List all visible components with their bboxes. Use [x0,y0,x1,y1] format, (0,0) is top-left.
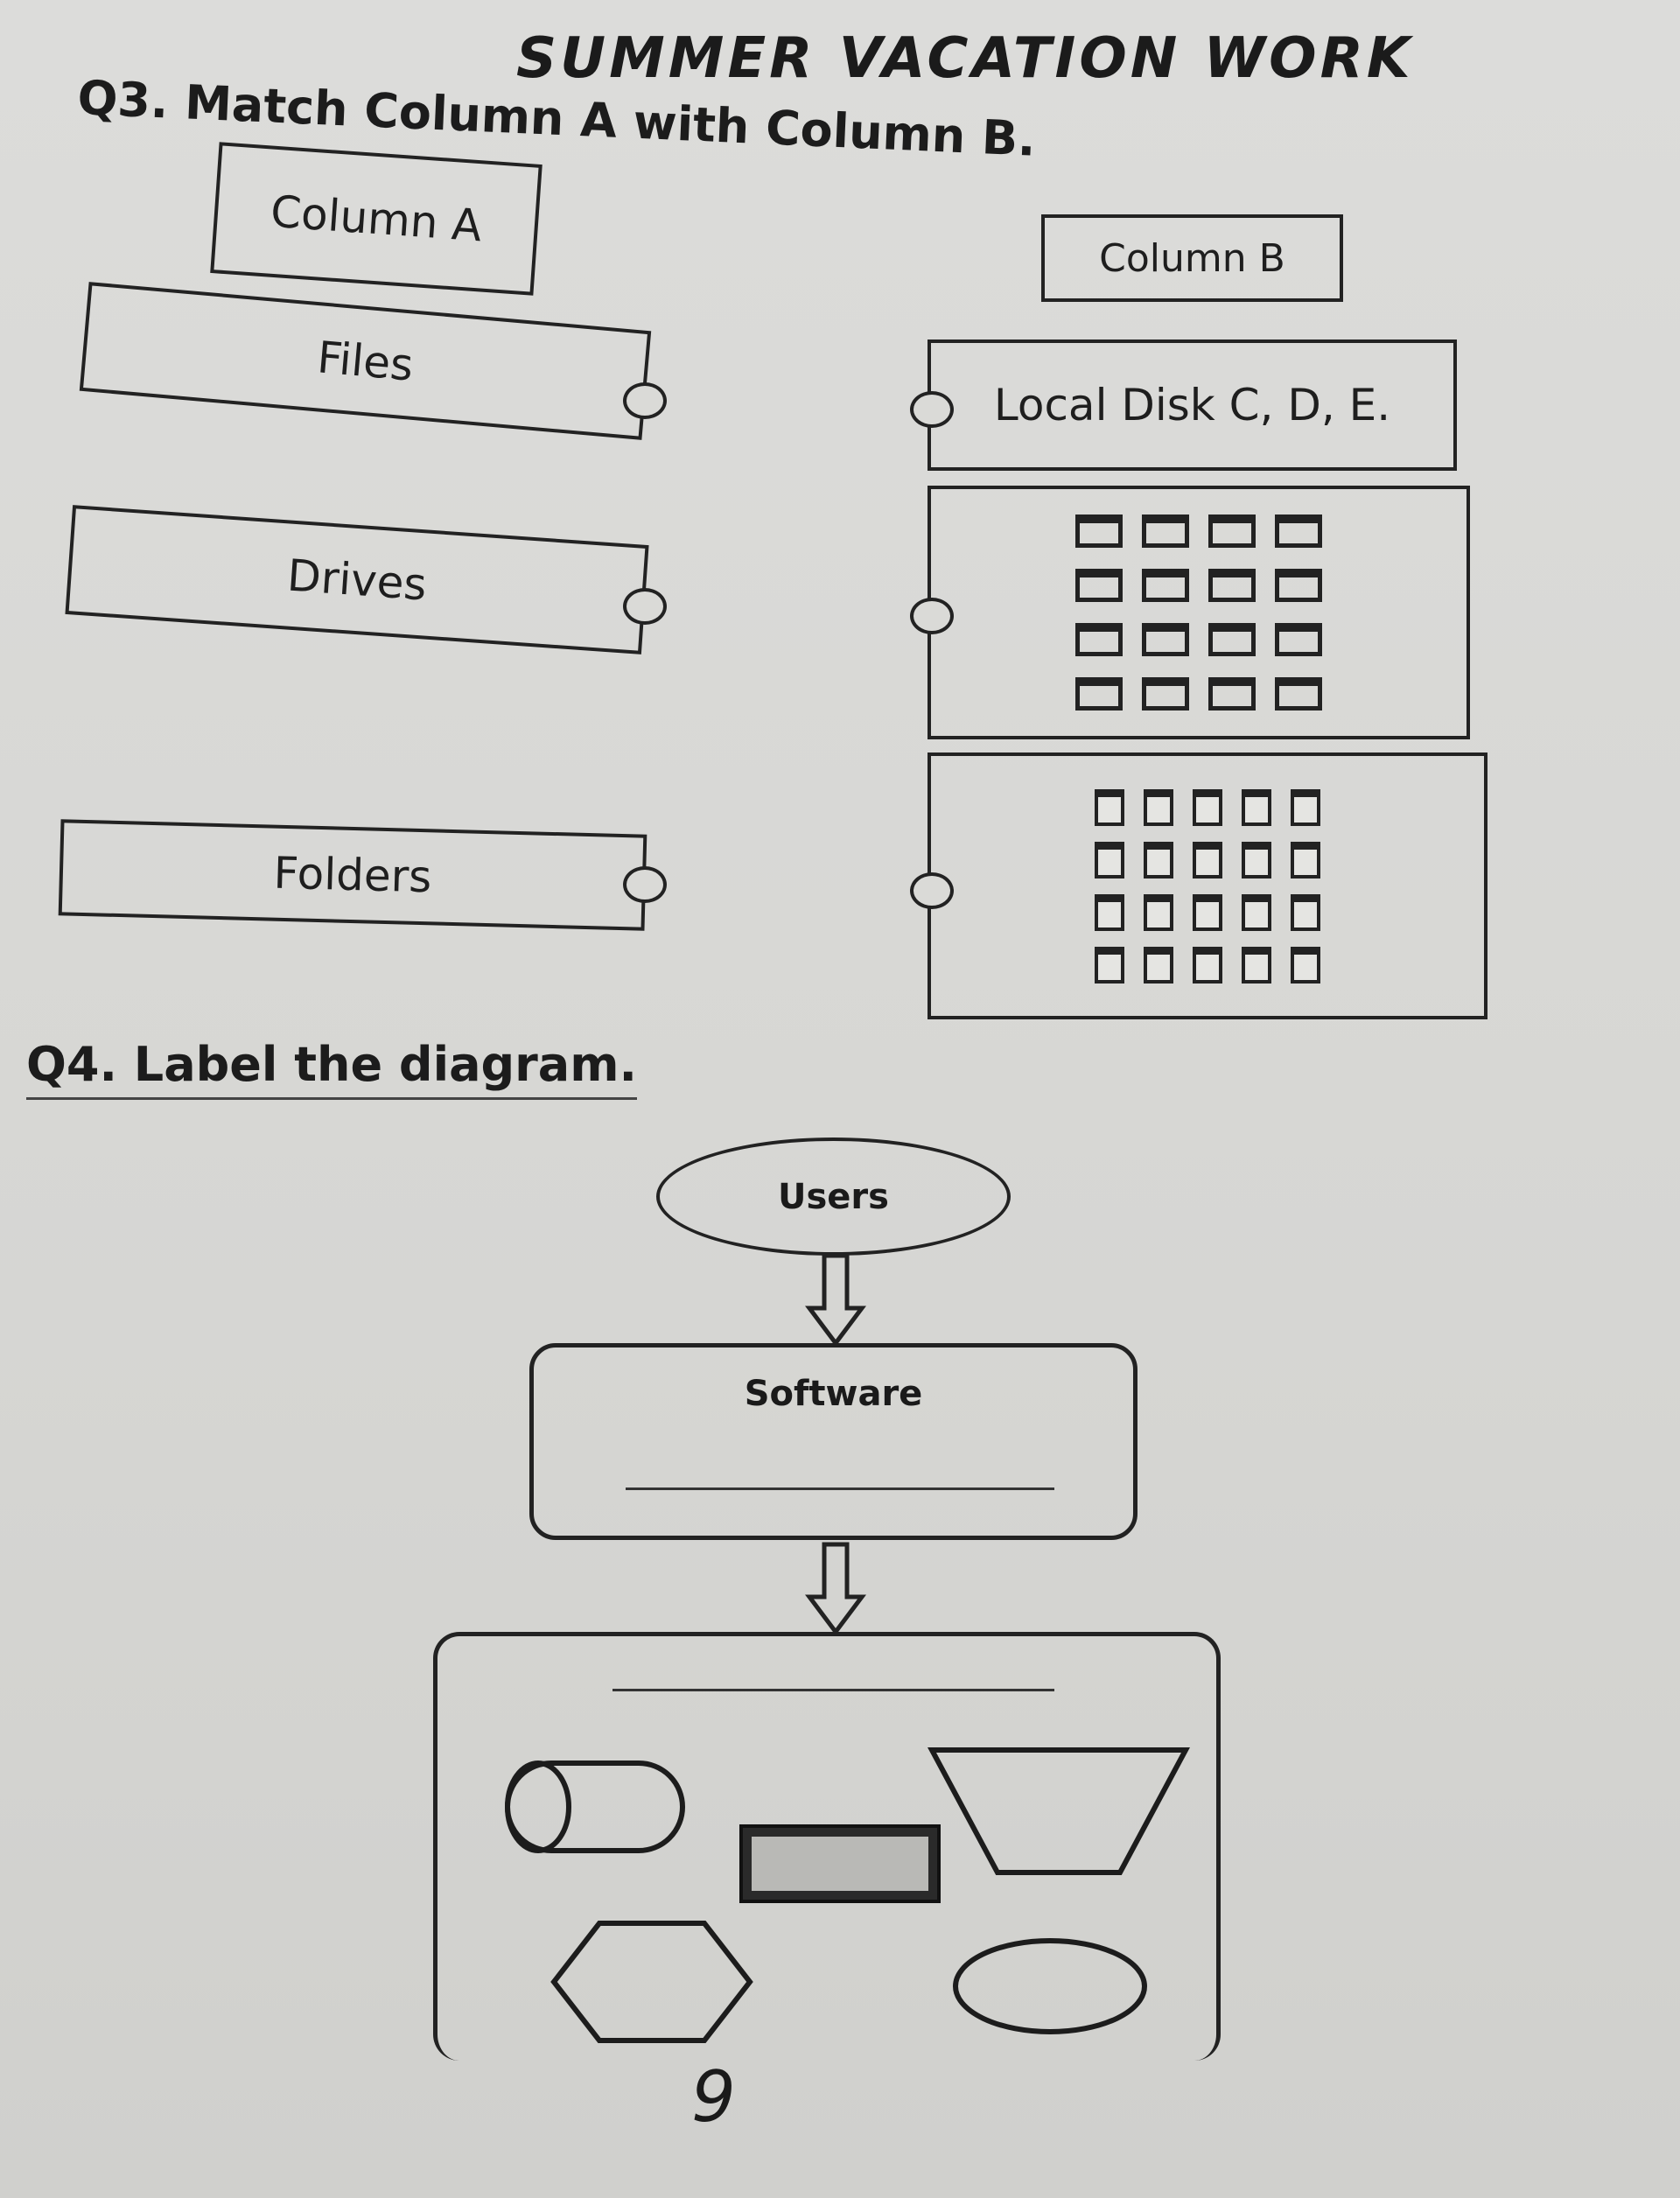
file-icon [1242,893,1271,931]
file-icon [1242,841,1271,878]
match-connector-folders[interactable] [623,866,667,903]
hardware-box [433,1632,1221,2061]
users-label: Users [778,1176,889,1217]
match-connector-file-icons[interactable] [910,872,954,909]
file-icon [1144,946,1173,984]
match-connector-files[interactable] [623,382,667,419]
column-b-item-folder-icons [928,486,1470,739]
file-icon [1095,946,1124,984]
folder-icon [1142,514,1189,548]
file-icon-row [1095,946,1320,984]
file-icon [1291,788,1320,826]
column-b-item-local-disk: Local Disk C, D, E. [928,340,1457,471]
q4-question: Q4. Label the diagram. [26,1037,638,1100]
file-icon [1144,893,1173,931]
folder-icon [1075,623,1123,656]
folder-icon-row [1075,623,1322,656]
column-b-item-label: Local Disk C, D, E. [993,380,1391,430]
hexagon-shape-icon [550,1921,753,2043]
users-ellipse: Users [656,1138,1011,1256]
file-icon [1144,788,1173,826]
trapezoid-shape-icon [928,1747,1190,1875]
folder-icon-row [1075,677,1322,710]
folder-icon [1208,514,1256,548]
file-icon [1193,841,1222,878]
folder-icon [1075,677,1123,710]
cylinder-shape-icon [505,1760,685,1853]
column-a-item-files: Files [79,282,652,440]
file-icon-row [1095,893,1320,931]
file-icon [1193,893,1222,931]
file-icon [1193,946,1222,984]
folder-icon [1275,677,1322,710]
page-title: SUMMER VACATION WORK [516,26,1414,91]
file-icon [1193,788,1222,826]
down-arrow-icon [805,1542,866,1636]
column-a-item-label: Folders [272,847,433,903]
file-icon [1242,788,1271,826]
column-a-item-label: Drives [285,550,429,610]
rectangle-shape-icon [739,1824,941,1903]
folder-icon-row [1075,569,1322,602]
software-label: Software [744,1374,923,1414]
column-a-item-folders: Folders [58,819,648,931]
column-b-item-file-icons [928,752,1488,1019]
file-icon [1291,841,1320,878]
folder-icon [1142,623,1189,656]
match-connector-drives[interactable] [623,588,667,625]
folder-icon [1142,677,1189,710]
folder-icon-row [1075,514,1322,548]
column-a-item-drives: Drives [65,505,649,654]
folder-icon [1075,569,1123,602]
folder-icon [1275,623,1322,656]
folder-icon [1208,569,1256,602]
folder-icon [1275,514,1322,548]
column-b-header: Column B [1041,214,1343,302]
file-icon [1144,841,1173,878]
file-icon [1291,893,1320,931]
file-icon-row [1095,788,1320,826]
match-connector-local-disk[interactable] [910,391,954,428]
hardware-answer-blank[interactable] [612,1689,1054,1691]
file-icon [1291,946,1320,984]
software-answer-blank[interactable] [626,1488,1054,1490]
folder-icon [1142,569,1189,602]
folder-icon [1275,569,1322,602]
file-icon-row [1095,841,1320,878]
folder-icon [1208,677,1256,710]
file-icon [1095,893,1124,931]
down-arrow-icon [805,1253,866,1348]
file-icon [1095,788,1124,826]
page-number: 9 [691,2056,736,2138]
column-a-item-label: Files [315,331,416,391]
software-box: Software [529,1343,1138,1540]
column-a-header: Column A [210,142,542,296]
folder-icon [1208,623,1256,656]
file-icon [1242,946,1271,984]
oval-shape-icon [953,1938,1147,2034]
file-icon [1095,841,1124,878]
folder-icon [1075,514,1123,548]
match-connector-folder-icons[interactable] [910,598,954,634]
